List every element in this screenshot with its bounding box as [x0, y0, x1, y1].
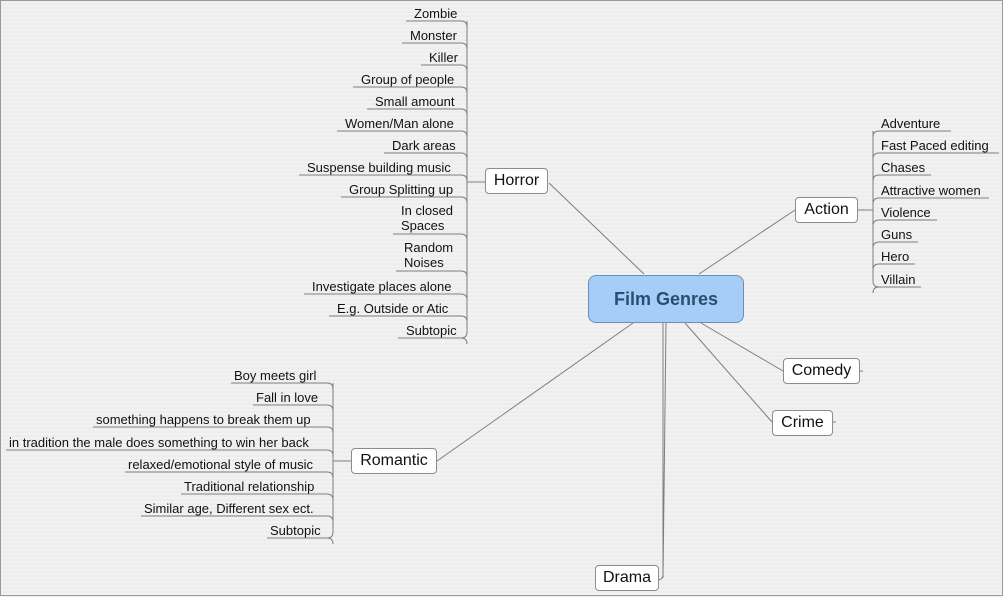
action-leaf-line [872, 174, 931, 182]
horror-subtopic[interactable]: Killer [429, 50, 458, 65]
topic-horror[interactable]: Horror [485, 168, 548, 194]
action-subtopic[interactable]: Adventure [881, 116, 941, 131]
horror-leaf-line [406, 20, 468, 28]
action-leaf-line [872, 152, 999, 160]
romantic-subtopic[interactable]: Boy meets girl [234, 368, 317, 383]
horror-subtopic[interactable]: Group Splitting up [349, 182, 454, 197]
romantic-subtopic[interactable]: relaxed/emotional style of music [128, 457, 313, 472]
horror-leaf-line [384, 152, 468, 160]
horror-leaf-line [396, 270, 468, 278]
romantic-leaf-line [267, 537, 334, 545]
topic-comedy[interactable]: Comedy [783, 358, 860, 384]
action-subtopic[interactable]: Attractive women [881, 183, 981, 198]
topic-action[interactable]: Action [795, 197, 858, 223]
link-action [698, 209, 796, 275]
action-subtopic[interactable]: Violence [881, 205, 931, 220]
romantic-leaf-line [93, 426, 334, 434]
action-subtopic[interactable]: Villain [881, 272, 916, 287]
link-romantic [436, 322, 634, 462]
horror-subtopic[interactable]: In closed Spaces [401, 203, 454, 233]
romantic-subtopic[interactable]: Traditional relationship [184, 479, 315, 494]
romantic-subtopic[interactable]: Similar age, Different sex ect. [144, 501, 314, 516]
horror-leaf-line [353, 86, 468, 94]
horror-subtopic[interactable]: Women/Man alone [345, 116, 454, 131]
horror-leaf-line [398, 337, 468, 345]
romantic-leaf-line [125, 471, 334, 479]
action-leaf-line [872, 219, 937, 227]
romantic-subtopic[interactable]: Fall in love [256, 390, 319, 405]
romantic-leaf-line [141, 515, 334, 523]
action-leaf-line [872, 263, 915, 271]
horror-leaf-line [299, 174, 468, 182]
romantic-leaf-line [6, 449, 334, 457]
link-horror [548, 182, 645, 275]
horror-leaf-line [402, 42, 468, 50]
romantic-trunk [326, 383, 334, 539]
horror-subtopic[interactable]: Group of people [361, 72, 455, 87]
horror-subtopic[interactable]: Suspense building music [307, 160, 451, 175]
action-subtopic[interactable]: Hero [881, 249, 910, 264]
romantic-subtopic[interactable]: in tradition the male does something to … [9, 435, 309, 450]
horror-leaf-line [337, 130, 468, 138]
action-trunk [872, 131, 880, 288]
horror-subtopic[interactable]: Subtopic [406, 323, 457, 338]
romantic-subtopic[interactable]: something happens to break them up [96, 412, 311, 427]
horror-leaf-line [421, 64, 468, 72]
drama-underline [595, 323, 664, 581]
action-subtopic[interactable]: Fast Paced editing [881, 138, 989, 153]
link-comedy [700, 322, 784, 372]
link-crime [684, 322, 773, 423]
romantic-leaf-line [231, 382, 334, 390]
horror-subtopic[interactable]: Small amount [375, 94, 455, 109]
horror-subtopic[interactable]: Investigate places alone [312, 279, 452, 294]
horror-leaf-line [367, 108, 468, 116]
topic-crime[interactable]: Crime [772, 410, 833, 436]
romantic-subtopic[interactable]: Subtopic [270, 523, 321, 538]
central-topic[interactable]: Film Genres [588, 275, 744, 323]
topic-drama[interactable]: Drama [595, 565, 659, 591]
horror-leaf-line [329, 315, 468, 323]
romantic-leaf-line [253, 404, 334, 412]
action-subtopic[interactable]: Chases [881, 160, 926, 175]
topic-romantic[interactable]: Romantic [351, 448, 437, 474]
action-leaf-line [872, 286, 921, 294]
horror-leaf-line [304, 293, 468, 301]
action-leaf-line [872, 241, 918, 249]
horror-subtopic[interactable]: Dark areas [392, 138, 456, 153]
horror-subtopic[interactable]: E.g. Outside or Atic [337, 301, 449, 316]
action-leaf-line [872, 130, 951, 138]
horror-trunk [460, 21, 468, 339]
horror-subtopic[interactable]: Zombie [414, 6, 458, 21]
horror-subtopic[interactable]: Monster [410, 28, 457, 43]
romantic-leaf-line [181, 493, 334, 501]
horror-subtopic[interactable]: Random Noises [404, 240, 454, 270]
action-leaf-line [872, 197, 989, 205]
action-subtopic[interactable]: Guns [881, 227, 913, 242]
